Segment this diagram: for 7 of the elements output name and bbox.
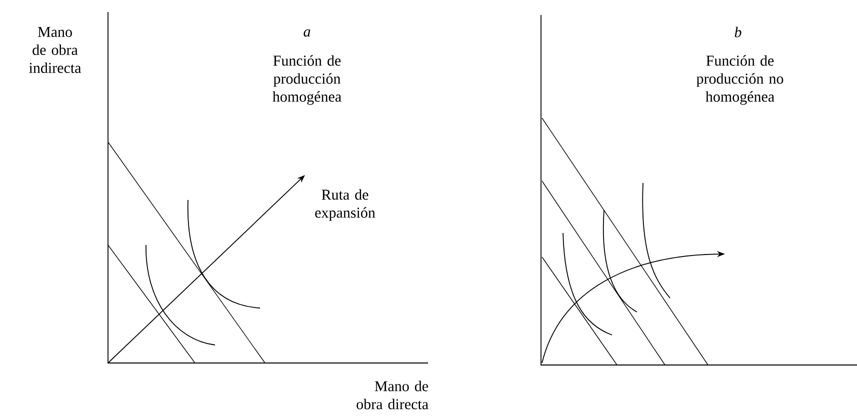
panel-letter: a (304, 29, 310, 37)
axis-label: Mano de obra directa (356, 380, 428, 410)
panel-title: Función de producción no homogénea (696, 55, 784, 105)
panel-title: Función de producción homogénea (272, 55, 342, 105)
curve-label: Ruta de expansión (315, 189, 376, 221)
axis-label: Mano de obra indirecta (29, 27, 82, 73)
panel-letter: b (734, 26, 742, 38)
